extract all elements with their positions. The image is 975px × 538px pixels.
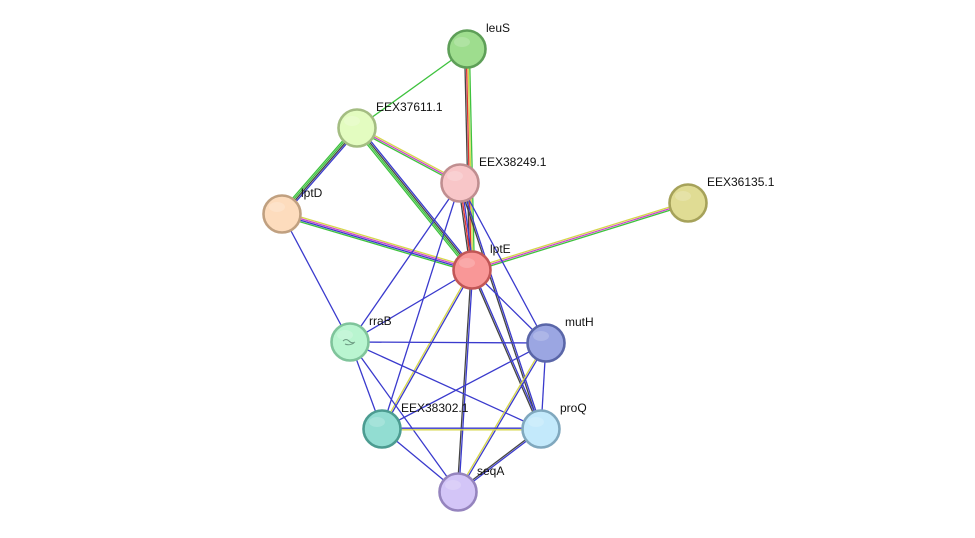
edge-strand — [381, 182, 461, 430]
edge-lptd-lpte — [281, 211, 473, 273]
node-label-leus: leuS — [486, 21, 510, 35]
node-leus[interactable] — [447, 29, 487, 69]
edge-lpte-eex38302-1 — [380, 269, 474, 430]
node-label-eex38302-1: EEX38302.1 — [401, 401, 469, 415]
edge-strand — [282, 211, 473, 269]
edge-strand — [356, 48, 468, 129]
node-circle[interactable] — [452, 250, 492, 290]
node-highlight — [369, 417, 385, 427]
node-highlight — [447, 171, 463, 181]
edge-strand — [354, 129, 471, 272]
node-eex36135-1[interactable] — [668, 183, 708, 223]
node-label-lptd: lptD — [301, 186, 323, 200]
edge-strand — [358, 126, 475, 269]
node-circle[interactable] — [526, 323, 566, 363]
node-highlight — [459, 258, 475, 268]
edge-strand — [382, 270, 474, 430]
node-highlight — [528, 417, 544, 427]
node-highlight — [675, 191, 691, 201]
node-label-lpte: lptE — [490, 242, 511, 256]
edge-strand — [467, 48, 474, 270]
edge-strand — [349, 269, 473, 343]
node-lpte[interactable] — [452, 250, 492, 290]
node-highlight — [269, 202, 285, 212]
edge-lptd-rrab — [281, 213, 351, 343]
edge-strand — [380, 269, 472, 429]
node-highlight — [337, 330, 353, 340]
edge-rrab-proq — [349, 341, 542, 430]
edge-eex38249-1-proq — [458, 182, 543, 430]
edge-strand — [458, 183, 541, 430]
edge-strand — [459, 182, 547, 344]
node-eex37611-1[interactable] — [337, 108, 377, 148]
node-label-proq: proQ — [560, 401, 587, 415]
node-highlight — [445, 480, 461, 490]
edge-strand — [471, 200, 688, 270]
edge-strand — [465, 49, 472, 271]
edge-lpte-seqa — [456, 269, 474, 493]
node-circle[interactable] — [447, 29, 487, 69]
edge-strand — [470, 270, 541, 430]
edge-strand — [355, 128, 472, 271]
node-circle[interactable] — [362, 409, 402, 449]
node-circle[interactable] — [668, 183, 708, 223]
edge-strand — [471, 202, 689, 271]
edge-lpte-proq — [470, 269, 543, 430]
edge-eex38249-1-rrab — [349, 182, 461, 343]
node-label-rrab: rraB — [369, 314, 392, 328]
edge-muth-eex38302-1 — [381, 342, 547, 430]
node-label-eex37611-1: EEX37611.1 — [376, 100, 443, 114]
protein-structure-icon — [342, 339, 356, 346]
node-highlight — [344, 116, 360, 126]
node-lptd[interactable] — [262, 194, 302, 234]
edge-strand — [349, 341, 542, 430]
node-muth[interactable] — [526, 323, 566, 363]
edge-rrab-muth — [349, 341, 547, 344]
node-label-seqa: seqA — [477, 464, 504, 478]
edge-strand — [458, 270, 474, 493]
edge-lpte-rrab — [349, 269, 473, 343]
edge-strand — [349, 341, 547, 344]
edge-strand — [472, 203, 689, 273]
edge-eex37611-1-lpte — [354, 126, 475, 272]
edge-strand — [456, 269, 472, 492]
edge-eex38302-1-proq — [382, 427, 541, 431]
node-seqa[interactable] — [438, 472, 478, 512]
edge-strand — [460, 182, 543, 429]
edge-strand — [281, 215, 472, 273]
node-rrab[interactable] — [330, 322, 370, 362]
edge-strand — [381, 342, 547, 430]
edge-eex38249-1-eex38302-1 — [381, 182, 461, 430]
node-circle[interactable] — [262, 194, 302, 234]
node-highlight — [533, 331, 549, 341]
node-eex38302-1[interactable] — [362, 409, 402, 449]
edge-strand — [468, 48, 476, 270]
edge-strand — [281, 214, 472, 272]
node-circle[interactable] — [438, 472, 478, 512]
edge-muth-seqa — [456, 342, 548, 493]
edge-leus-eex37611-1 — [356, 48, 468, 129]
node-layer — [262, 29, 708, 512]
node-highlight — [454, 37, 470, 47]
node-circle[interactable] — [440, 163, 480, 203]
node-label-eex36135-1: EEX36135.1 — [707, 175, 775, 189]
edge-strand — [472, 269, 543, 429]
node-circle[interactable] — [521, 409, 561, 449]
node-circle[interactable] — [337, 108, 377, 148]
node-label-eex38249-1: EEX38249.1 — [479, 155, 547, 169]
edge-strand — [282, 212, 473, 270]
edge-eex36135-1-lpte — [471, 200, 689, 273]
node-label-muth: mutH — [565, 315, 594, 329]
edge-strand — [349, 182, 461, 343]
edge-strand — [357, 127, 474, 270]
node-proq[interactable] — [521, 409, 561, 449]
edge-strand — [281, 213, 351, 343]
node-eex38249-1[interactable] — [440, 163, 480, 203]
edge-strand — [456, 342, 546, 492]
edge-strand — [458, 343, 548, 493]
edge-eex38249-1-muth — [459, 182, 547, 344]
